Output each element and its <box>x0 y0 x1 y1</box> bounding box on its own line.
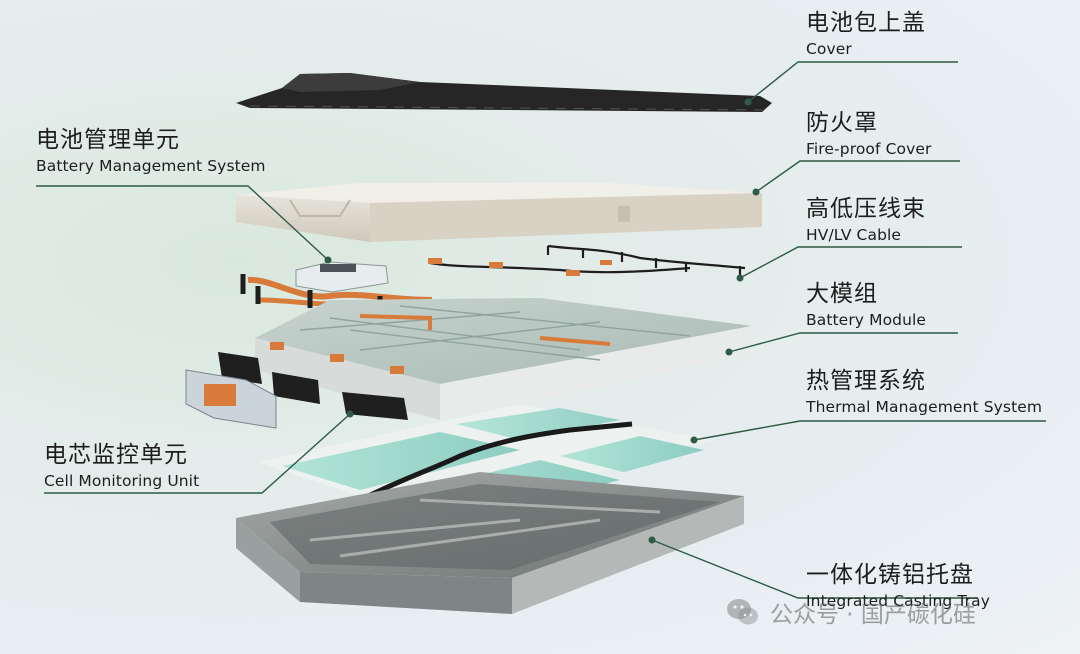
label-fireproof-en: Fire-proof Cover <box>806 140 932 158</box>
leader-bms <box>36 185 329 261</box>
cmu-part <box>185 352 408 429</box>
label-bms-zh: 电池管理单元 <box>36 127 180 153</box>
label-module-en: Battery Module <box>806 311 927 329</box>
watermark: 公众号 · 国产碳化硅 <box>726 592 1056 632</box>
battery-module-part <box>255 298 752 420</box>
label-cover-zh: 电池包上盖 <box>806 10 926 36</box>
leader-cover <box>747 61 958 103</box>
label-cmu-zh: 电芯监控单元 <box>44 442 188 468</box>
leader-dots <box>324 98 760 544</box>
label-tray-en: Integrated Casting Tray <box>806 592 991 610</box>
casting-tray-part <box>236 472 744 614</box>
leader-cable <box>739 246 962 279</box>
label-fireproof: 防火罩 Fire-proof Cover <box>806 110 931 158</box>
leader-fireproof <box>755 160 960 193</box>
label-cmu: 电芯监控单元 Cell Monitoring Unit <box>44 442 199 490</box>
label-thermal: 热管理系统 Thermal Management System <box>806 368 1042 416</box>
label-cover-en: Cover <box>806 40 852 58</box>
watermark-text: 公众号 · 国产碳化硅 <box>770 602 976 628</box>
leader-tray <box>651 539 978 599</box>
label-thermal-zh: 热管理系统 <box>806 368 926 394</box>
hv-lv-cable-part <box>428 244 746 276</box>
label-tray-zh: 一体化铸铝托盘 <box>806 562 974 588</box>
leader-cmu <box>44 413 351 494</box>
leader-lines <box>36 61 1046 599</box>
wechat-icon <box>727 599 758 625</box>
label-fireproof-zh: 防火罩 <box>806 110 878 136</box>
label-cmu-en: Cell Monitoring Unit <box>44 472 200 490</box>
label-cable: 高低压线束 HV/LV Cable <box>806 196 926 244</box>
label-tray: 一体化铸铝托盘 Integrated Casting Tray <box>806 562 990 610</box>
label-cover: 电池包上盖 Cover <box>806 10 926 58</box>
label-cable-en: HV/LV Cable <box>806 226 902 244</box>
label-module-zh: 大模组 <box>806 281 878 307</box>
fireproof-cover-part <box>236 183 762 242</box>
label-module: 大模组 Battery Module <box>806 281 926 329</box>
label-thermal-en: Thermal Management System <box>806 398 1043 416</box>
label-bms-en: Battery Management System <box>36 157 266 175</box>
label-bms: 电池管理单元 Battery Management System <box>36 127 266 175</box>
leader-thermal <box>693 420 1046 441</box>
cover-part <box>236 73 772 112</box>
label-cable-zh: 高低压线束 <box>806 196 926 222</box>
leader-module <box>728 332 958 353</box>
